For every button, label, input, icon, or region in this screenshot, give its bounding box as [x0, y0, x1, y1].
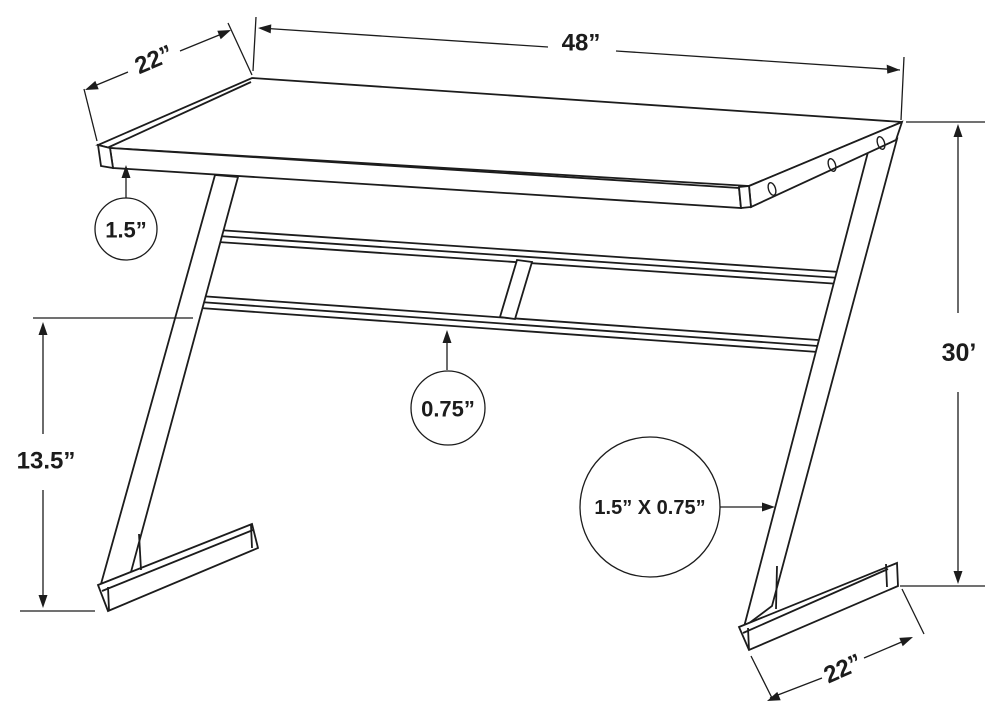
arrowhead-icon — [85, 80, 99, 90]
arrowhead-icon — [886, 64, 900, 74]
bolt-hole — [767, 182, 777, 196]
arrowhead-icon — [953, 571, 963, 584]
dim-overall-height-label: 30’ — [942, 339, 977, 367]
dim-top-width: 48” — [252, 16, 905, 121]
desk-top-surface — [95, 77, 903, 187]
arrowhead-icon — [217, 30, 231, 40]
right-leg — [742, 137, 899, 630]
dim-lower-clearance: 13.5” — [17, 317, 193, 612]
callout-shelf-thickness: 0.75” — [410, 330, 486, 446]
right-foot — [737, 561, 899, 652]
bolt-hole — [876, 136, 886, 150]
arrowhead-icon — [258, 24, 272, 34]
desk-drawing — [95, 77, 904, 652]
callout-top-thickness: 1.5” — [94, 165, 158, 261]
arrowhead-icon — [762, 502, 775, 512]
arrowhead-icon — [953, 124, 963, 137]
arrowhead-icon — [38, 595, 48, 608]
extension-lines — [83, 22, 253, 142]
right-leg-rear-edge — [775, 565, 778, 610]
left-foot — [96, 522, 260, 613]
callout-top-thickness-label: 1.5” — [105, 218, 147, 243]
side-rail — [738, 120, 904, 209]
dim-top-depth-label: 22” — [131, 40, 177, 80]
upper-stretcher — [217, 229, 841, 285]
right-foot-edges — [742, 563, 889, 651]
extension-lines — [750, 588, 925, 701]
desk-top-left-edge-line — [106, 81, 252, 149]
callout-frame-profile-label: 1.5” X 0.75” — [594, 497, 705, 519]
arrowhead-icon — [899, 637, 913, 647]
center-support — [498, 259, 534, 320]
extension-lines — [900, 121, 985, 587]
callout-frame-profile: 1.5” X 0.75” — [579, 436, 775, 578]
bolt-hole — [827, 158, 837, 172]
left-leg-rear-edge — [138, 533, 142, 571]
arrowhead-icon — [38, 322, 48, 335]
left-foot-bar — [96, 522, 260, 613]
extension-lines — [252, 16, 905, 121]
side-rail-end-cap — [738, 185, 752, 209]
desk-top-left-cap — [96, 143, 115, 170]
dimension-line — [259, 27, 901, 71]
arrowhead-icon — [767, 691, 781, 701]
arrowhead-icon — [121, 165, 131, 178]
callout-circle — [410, 370, 486, 446]
dimension-annotations: 22” 48” 30’ 13.5” — [17, 16, 985, 701]
extension-lines — [20, 317, 193, 612]
dim-lower-clearance-label: 13.5” — [17, 448, 76, 475]
dim-top-width-label: 48” — [562, 30, 601, 57]
dim-foot-depth-label: 22” — [820, 649, 866, 689]
right-foot-bar — [737, 561, 899, 652]
arrowhead-icon — [442, 330, 452, 343]
left-foot-edges — [101, 524, 254, 611]
dim-overall-height: 30’ — [900, 121, 985, 587]
callout-shelf-thickness-label: 0.75” — [421, 397, 475, 422]
